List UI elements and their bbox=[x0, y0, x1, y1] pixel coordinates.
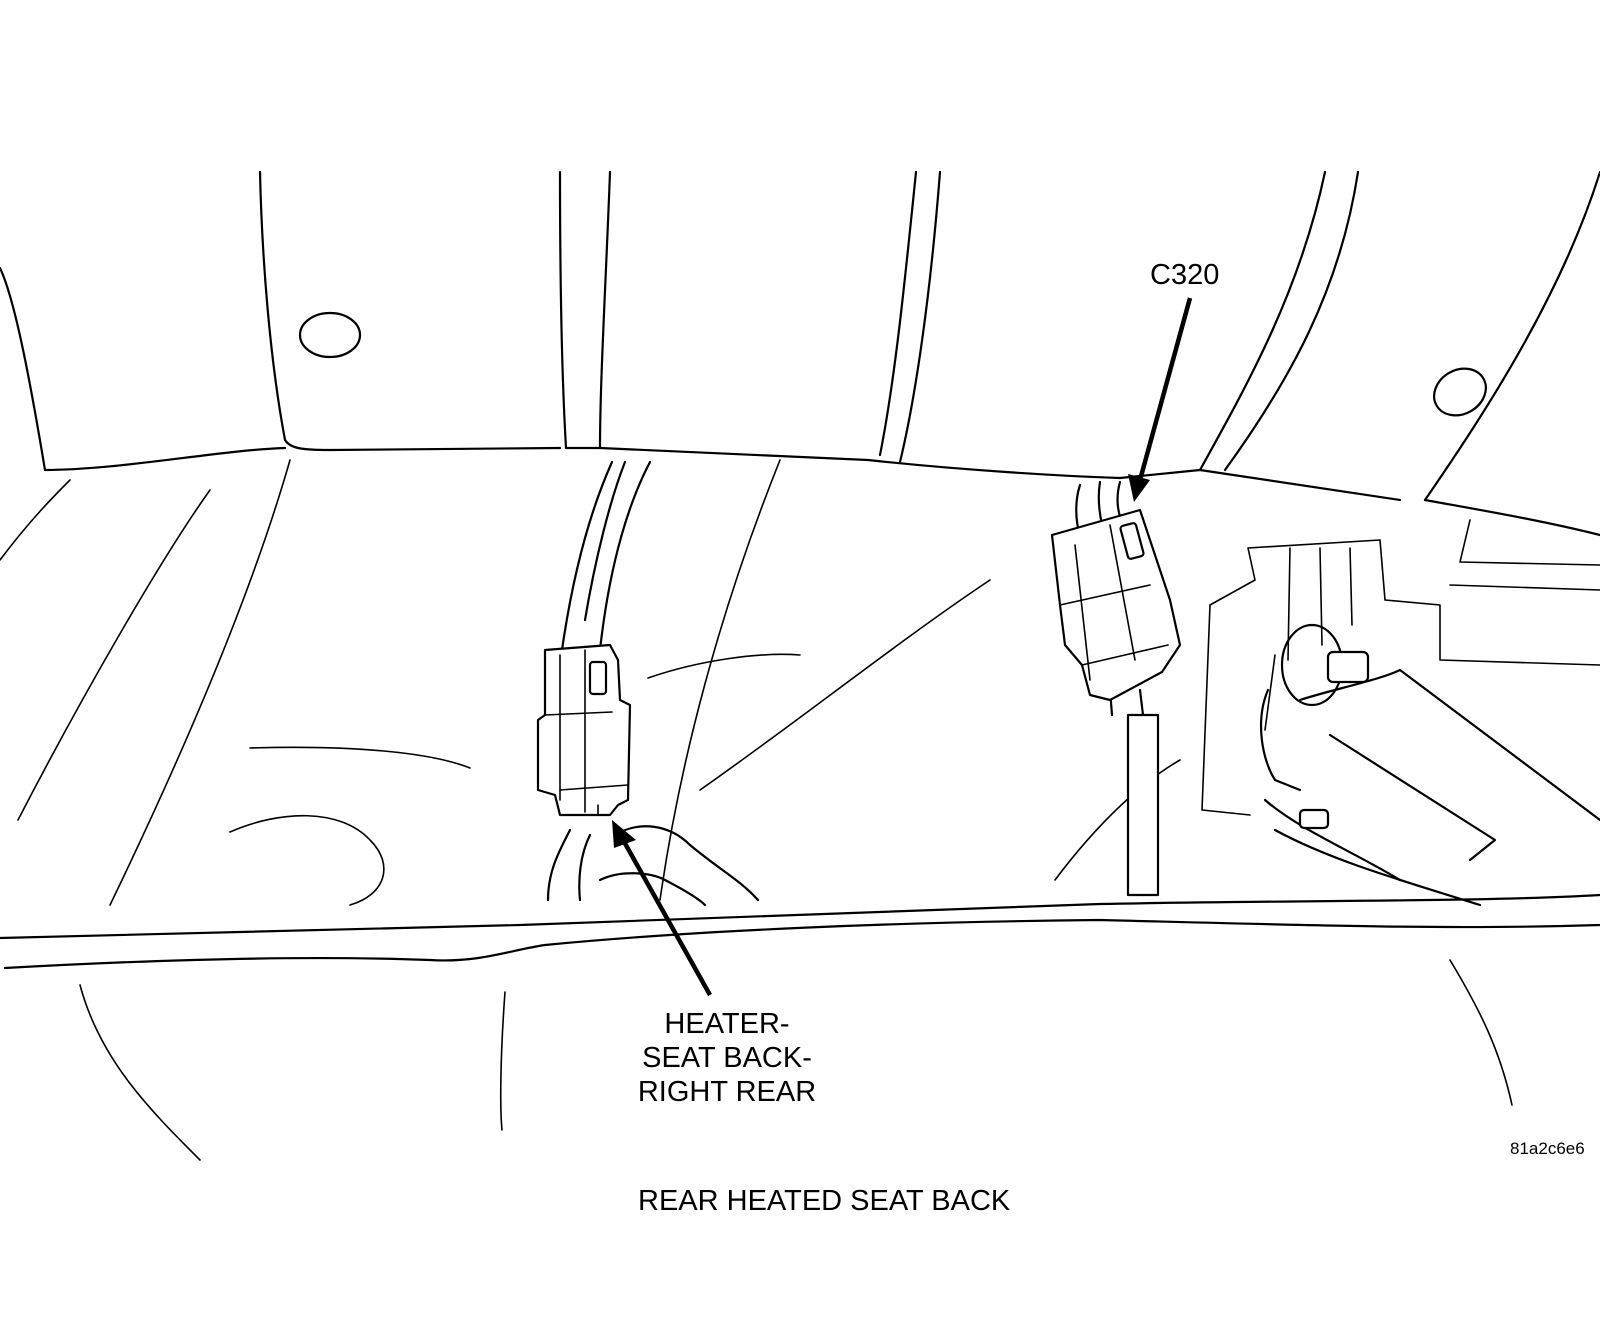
c320-harness bbox=[1075, 480, 1160, 897]
mounting-hole-right bbox=[1433, 367, 1487, 417]
diagram-caption: REAR HEATED SEAT BACK bbox=[638, 1185, 1011, 1217]
seat-bracket-assembly bbox=[1201, 519, 1600, 907]
heater-label: HEATER- SEAT BACK- RIGHT REAR bbox=[632, 1007, 822, 1109]
seat-back-cushions bbox=[0, 170, 1600, 537]
floor-pan-contours bbox=[0, 459, 1181, 906]
c320-connector bbox=[1050, 508, 1182, 702]
heater-callout-arrow bbox=[612, 820, 712, 997]
heater-seat-back-connector bbox=[536, 643, 632, 817]
heater-harness bbox=[546, 460, 760, 907]
c320-label: C320 bbox=[1150, 259, 1220, 291]
heater-label-line2: SEAT BACK- bbox=[642, 1042, 812, 1074]
heater-label-line1: HEATER- bbox=[664, 1008, 790, 1040]
heater-label-line3: RIGHT REAR bbox=[637, 1076, 817, 1108]
reference-code: 81a2c6e6 bbox=[1510, 1139, 1585, 1158]
mounting-hole-left bbox=[298, 311, 362, 359]
c320-callout-arrow bbox=[1128, 297, 1193, 502]
lower-trim-panel bbox=[0, 893, 1600, 1161]
